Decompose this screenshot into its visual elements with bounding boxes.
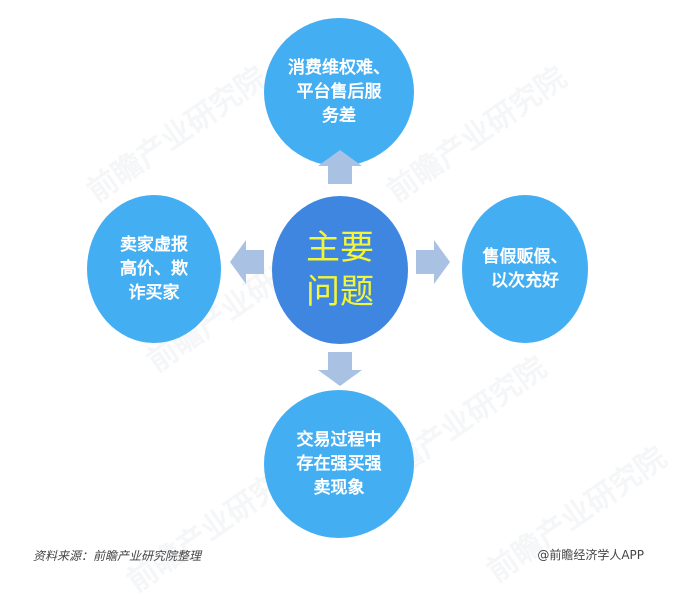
node-bottom: 交易过程中 存在强买强 卖现象 [264,390,414,538]
node-top-label: 消费维权难、 平台售后服 务差 [288,58,390,126]
watermark: 前瞻产业研究院 [80,60,274,210]
node-top: 消费维权难、 平台售后服 务差 [264,18,414,166]
node-left: 卖家虚报 高价、欺 诈买家 [87,195,221,343]
credit-note: @前瞻经济学人APP [537,548,644,562]
source-note: 资料来源：前瞻产业研究院整理 [33,549,202,563]
node-right-label: 售假贩假、 以次充好 [482,247,568,291]
center-node: 主要 问题 [272,196,408,344]
arrow-up-icon [318,150,362,184]
arrow-down-icon [318,352,362,386]
center-label: 主要 问题 [306,228,374,312]
node-left-label: 卖家虚报 高价、欺 诈买家 [120,235,188,303]
node-bottom-label: 交易过程中 存在强买强 卖现象 [296,430,382,498]
node-right: 售假贩假、 以次充好 [462,195,588,343]
arrow-left-icon [230,240,264,284]
watermark: 前瞻产业研究院 [480,440,674,590]
arrow-right-icon [416,240,450,284]
